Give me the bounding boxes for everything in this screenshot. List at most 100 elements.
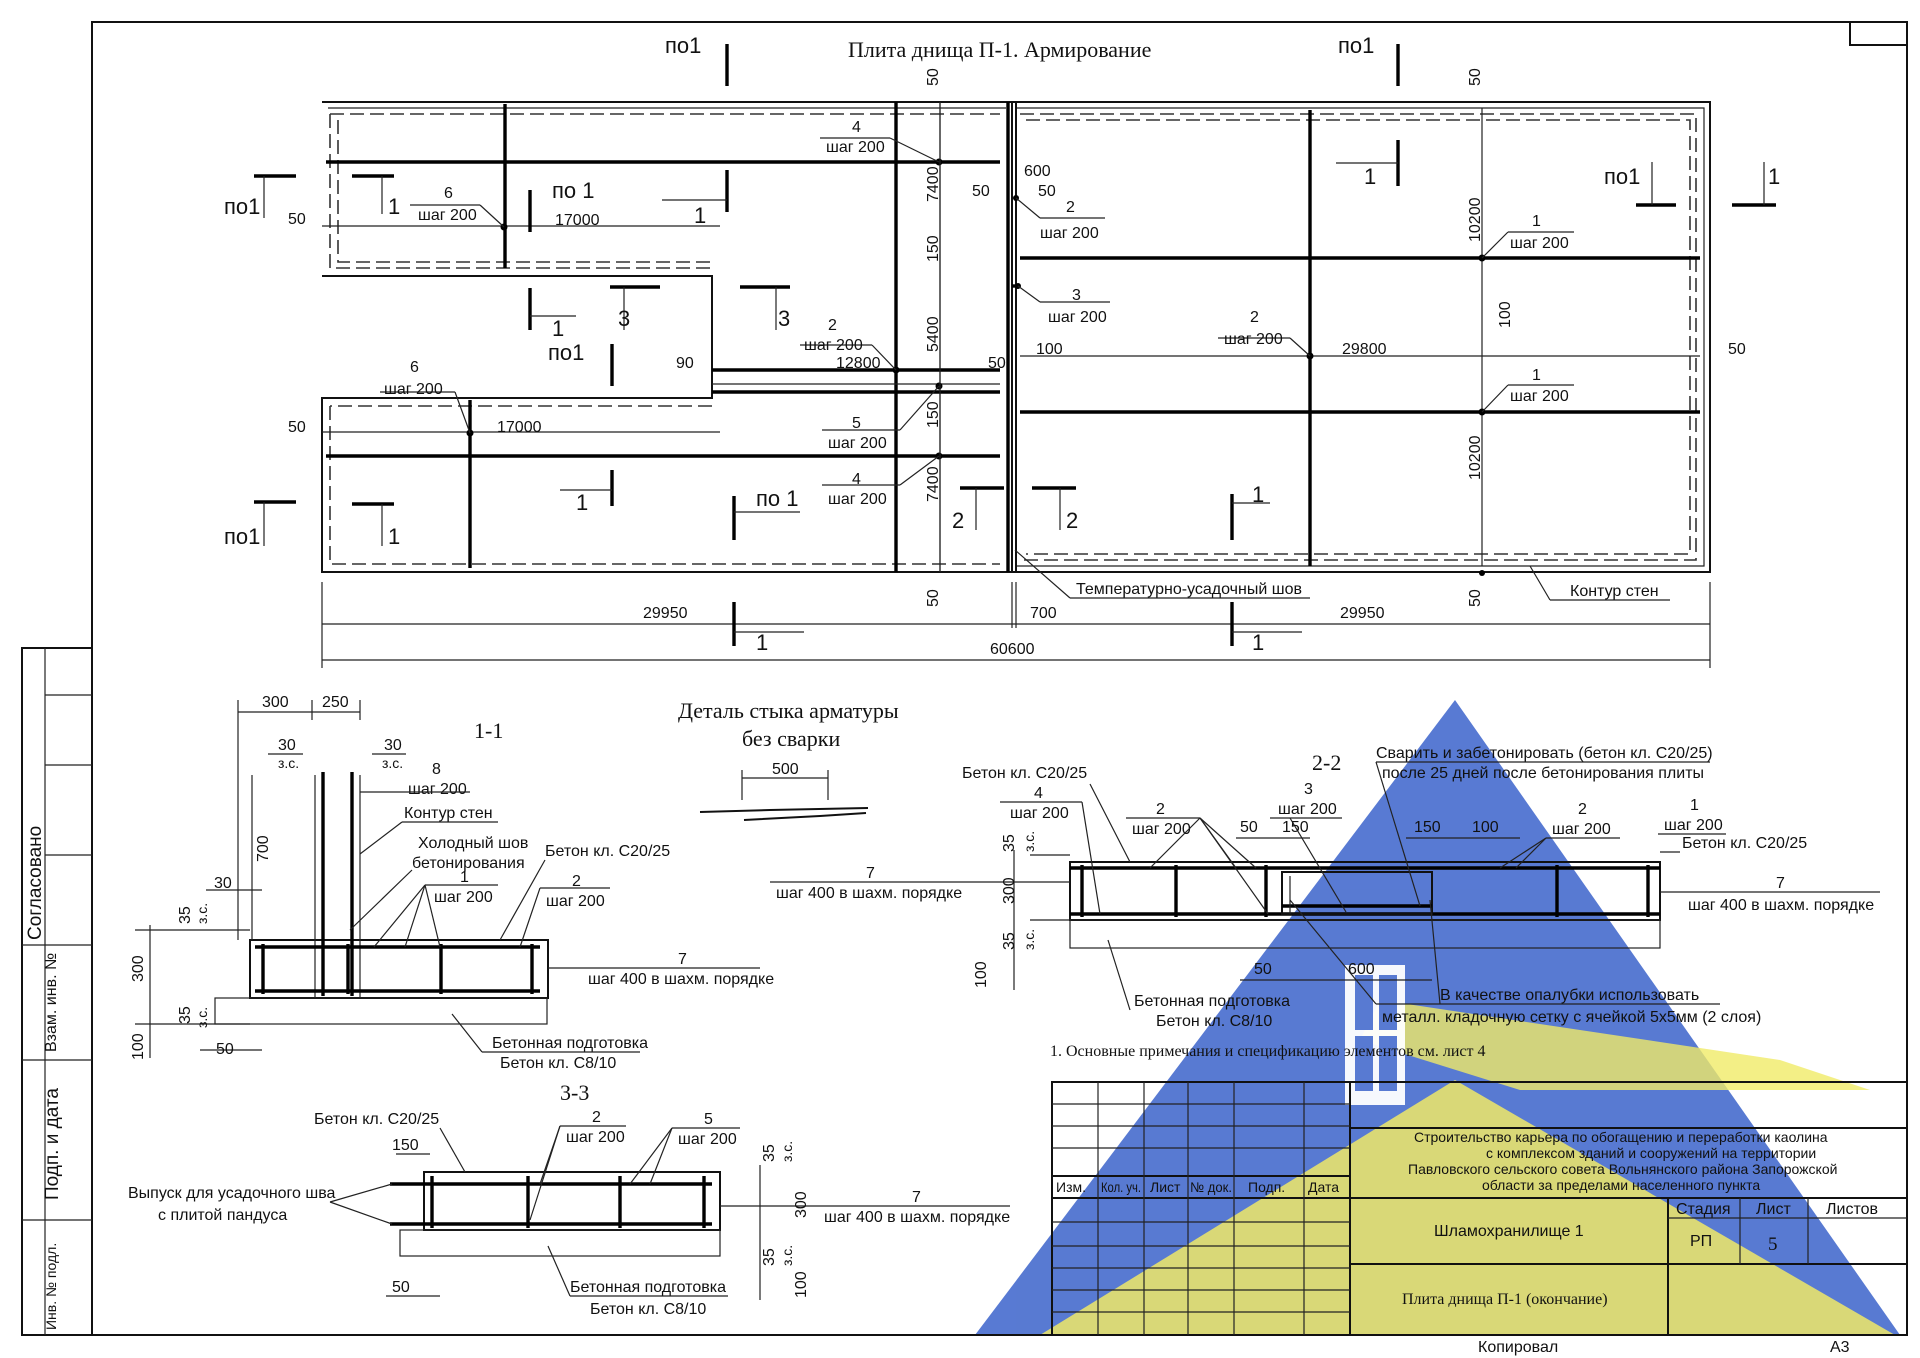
s22-weld-2: после 25 дней после бетонирования плиты xyxy=(1382,765,1704,782)
side-stamp-replace-inv: Взам. инв. № xyxy=(43,953,60,1052)
s11-dim-zs-a: з.с. xyxy=(278,755,299,771)
section-3-3-title: 3-3 xyxy=(560,1080,589,1105)
s11-dim-zs-c: з.с. xyxy=(194,903,210,924)
cut-po1-bottom: по 1 xyxy=(756,486,799,511)
s11-dim-35b: 35 xyxy=(177,1006,194,1024)
s22-bar2-num: 2 xyxy=(1156,801,1165,818)
plan-bar-callouts: 4 шаг 200 6 шаг 200 2 шаг 200 3 шаг 200 … xyxy=(380,119,1670,601)
bar-4-bottom-step: шаг 200 xyxy=(828,491,887,508)
s22-bar2r-num: 2 xyxy=(1578,801,1587,818)
s11-bar7-num: 7 xyxy=(678,951,687,968)
cut-1-c: 1 xyxy=(694,203,706,228)
s22-bar7r-num: 7 xyxy=(1776,875,1785,892)
bar-6-top-num: 6 xyxy=(444,185,453,202)
tb-object: Шламохранилище 1 xyxy=(1434,1223,1584,1240)
s33-dim-150: 150 xyxy=(392,1137,419,1154)
tb-stage-h: Стадия xyxy=(1676,1201,1731,1218)
tb-sheets-h: Листов xyxy=(1826,1201,1878,1218)
bar-2-mid-step: шаг 200 xyxy=(804,337,863,354)
cut-po1-left-bottom: по1 xyxy=(224,524,260,549)
dim-100: 100 xyxy=(1497,301,1514,328)
tb-h-izm: Изм. xyxy=(1056,1179,1086,1195)
s22-dim-600: 600 xyxy=(1348,961,1375,978)
s22-bar2-step: шаг 200 xyxy=(1132,821,1191,838)
plan-outline xyxy=(321,101,1711,573)
s22-concrete: Бетон кл. С20/25 xyxy=(962,765,1087,782)
cut-1-a: 1 xyxy=(388,194,400,219)
tb-h-date: Дата xyxy=(1308,1179,1339,1195)
bar-6-top-step: шаг 200 xyxy=(418,207,477,224)
s22-bar1-step: шаг 200 xyxy=(1664,817,1723,834)
dim-50-left-top: 50 xyxy=(288,211,306,228)
s22-dim-100b: 100 xyxy=(1472,819,1499,836)
dim-50-rb: 50 xyxy=(1467,589,1484,607)
s22-dim-zs-a: з.с. xyxy=(1021,831,1037,852)
plan-dimensions: 29950 700 29950 60600 50 7400 150 5400 1… xyxy=(288,68,1746,668)
s33-dim-35a: 35 xyxy=(761,1144,778,1162)
tb-project-1: Строительство карьера по обогащению и пе… xyxy=(1414,1129,1828,1145)
s11-dim-zs-d: з.с. xyxy=(194,1007,210,1028)
s33-dim-50: 50 xyxy=(392,1279,410,1296)
s33-dim-100: 100 xyxy=(793,1271,810,1298)
s33-release-1: Выпуск для усадочного шва xyxy=(128,1185,336,1202)
tb-h-list: Лист xyxy=(1150,1179,1181,1195)
tb-h-doc: № док. xyxy=(1190,1179,1232,1195)
s11-bar1-step: шаг 200 xyxy=(434,889,493,906)
bar-2-seam-step: шаг 200 xyxy=(1040,225,1099,242)
side-stamp-approved: Согласовано xyxy=(25,826,46,940)
bar-1-bottom-step: шаг 200 xyxy=(1510,388,1569,405)
s22-bar4-step: шаг 200 xyxy=(1010,805,1069,822)
bar-1-top-step: шаг 200 xyxy=(1510,235,1569,252)
cut-2-b: 2 xyxy=(1066,508,1078,533)
cut-po1-top-right: по1 xyxy=(1338,33,1374,58)
s22-dim-150b: 150 xyxy=(1414,819,1441,836)
detail-title-1: Деталь стыка арматуры xyxy=(678,698,899,723)
dim-17000-bottom: 17000 xyxy=(497,419,542,436)
cut-3-a: 3 xyxy=(618,306,630,331)
section-1-1: 1-1 300 250 30 з.с. 30 з.с. 700 30 35 з. xyxy=(130,694,774,1072)
dim-29950-left: 29950 xyxy=(643,605,688,622)
s33-concrete: Бетон кл. С20/25 xyxy=(314,1111,439,1128)
bar-1-top-num: 1 xyxy=(1532,213,1541,230)
section-2-2: 2-2 Бетон кл. С20/25 4 шаг 200 2 шаг 200… xyxy=(770,745,1880,1030)
cut-1-f: 1 xyxy=(1252,482,1264,507)
s11-prep-1: Бетонная подготовка xyxy=(492,1035,648,1052)
bar-3-num: 3 xyxy=(1072,287,1081,304)
tb-project-4: области за пределами населенного пункта xyxy=(1482,1177,1760,1193)
bar-1-bottom-num: 1 xyxy=(1532,367,1541,384)
s22-bar3-num: 3 xyxy=(1304,781,1313,798)
cut-po1-right: по1 xyxy=(1604,164,1640,189)
seam-label: Температурно-усадочный шов xyxy=(1076,581,1302,598)
tb-h-sign: Подп. xyxy=(1248,1179,1285,1195)
sheet-frame xyxy=(21,21,1908,1336)
s33-dim-zs-a: з.с. xyxy=(779,1141,795,1162)
dim-150-mid: 150 xyxy=(925,401,942,428)
dim-700: 700 xyxy=(1030,605,1057,622)
s33-release-2: с плитой пандуса xyxy=(158,1207,287,1224)
dim-50-seam2: 50 xyxy=(1038,183,1056,200)
dim-10200-bottom: 10200 xyxy=(1467,435,1484,480)
s22-dim-35a: 35 xyxy=(1001,834,1018,852)
cut-1-g: 1 xyxy=(1364,164,1376,189)
dim-60600: 60600 xyxy=(990,641,1035,658)
bar-2-mid-num: 2 xyxy=(828,317,837,334)
s11-prep-2: Бетон кл. С8/10 xyxy=(500,1055,616,1072)
s22-form-2: металл. кладочную сетку с ячейкой 5х5мм … xyxy=(1382,1009,1761,1026)
s22-bar2r-step: шаг 200 xyxy=(1552,821,1611,838)
dim-17000-top: 17000 xyxy=(555,212,600,229)
s11-bar2-step: шаг 200 xyxy=(546,893,605,910)
s11-dim-30b: 30 xyxy=(384,737,402,754)
dim-7400-bottom: 7400 xyxy=(925,466,942,502)
s22-bar4-num: 4 xyxy=(1034,785,1043,802)
cut-1-h: 1 xyxy=(1768,164,1780,189)
bar-2-right-step: шаг 200 xyxy=(1224,331,1283,348)
s11-dim-zs-b: з.с. xyxy=(382,755,403,771)
bar-2-seam-num: 2 xyxy=(1066,199,1075,216)
section-cut-markers: по1 по1 по1 по1 1 1 1 по 1 1 3 3 по1 xyxy=(224,33,1780,655)
cut-1-i: 1 xyxy=(756,630,768,655)
s11-dim-250: 250 xyxy=(322,694,349,711)
bar-4-bottom-num: 4 xyxy=(852,471,861,488)
bar-4-top-step: шаг 200 xyxy=(826,139,885,156)
s11-bar7-step: шаг 400 в шахм. порядке xyxy=(588,971,774,988)
tb-h-kol: Кол. уч. xyxy=(1101,1179,1141,1195)
